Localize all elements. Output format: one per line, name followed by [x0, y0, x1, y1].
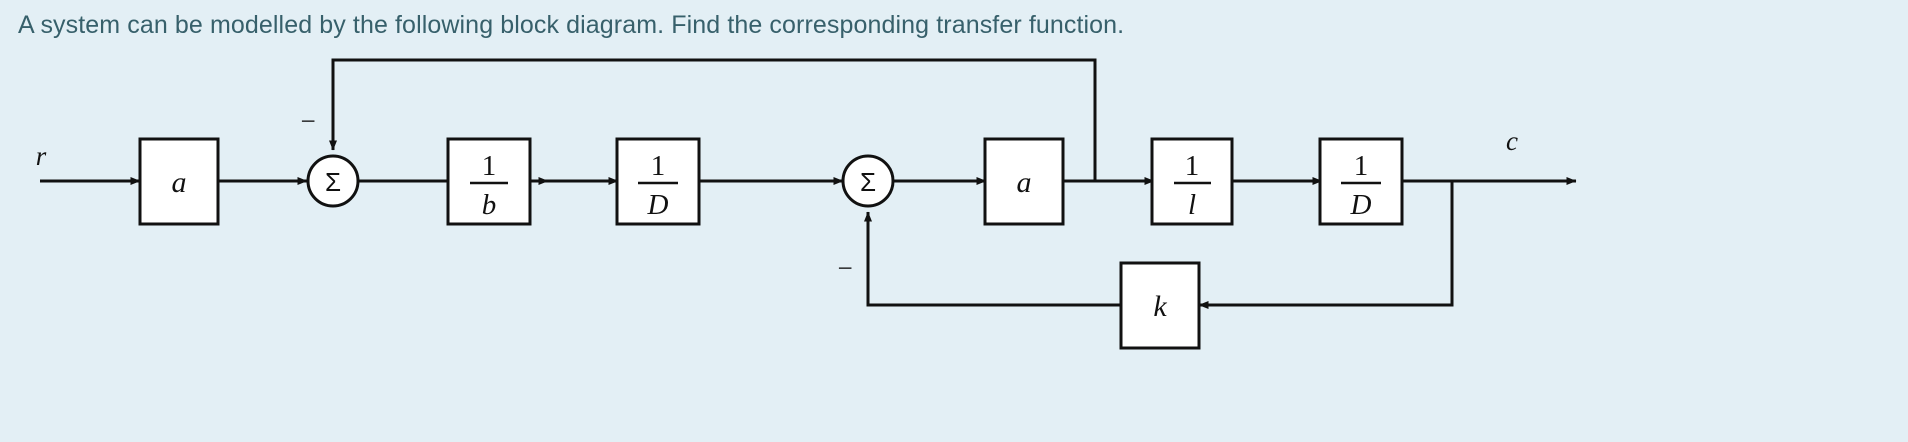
block-sum-1[interactable]: Σ: [306, 154, 360, 208]
block-gain-a-2-label: a: [1017, 166, 1032, 199]
wire-gain-k-to-sum-2: [864, 211, 1122, 307]
input-signal-label: r: [36, 141, 47, 171]
sign-sum-2: −: [836, 253, 854, 283]
block-frac-1-b-rect[interactable]: [446, 137, 532, 226]
wire-outer-feedback-path: [329, 58, 1097, 181]
block-sum-1-label: Σ: [325, 167, 341, 197]
block-frac-1-D-2-numerator: 1: [1354, 150, 1369, 182]
block-frac-1-b-numerator: 1: [482, 150, 497, 182]
sign-sum-1-label: −: [299, 106, 317, 136]
block-frac-1-l-numerator: 1: [1185, 150, 1200, 182]
page-title: A system can be modelled by the followin…: [18, 11, 1125, 39]
block-sum-2-circle[interactable]: [841, 154, 895, 208]
sign-sum-1: −: [299, 106, 317, 136]
block-sum-2[interactable]: Σ: [841, 154, 895, 208]
block-sum-2-label: Σ: [860, 167, 876, 197]
block-frac-1-l-denominator: l: [1188, 189, 1196, 221]
sign-sum-2-label: −: [836, 253, 854, 283]
block-frac-1-D-1-denominator: D: [647, 189, 669, 221]
output-signal-label: c: [1506, 126, 1518, 156]
block-gain-a-1-label: a: [172, 166, 187, 199]
block-frac-1-D-2[interactable]: 1 D: [1318, 137, 1404, 226]
block-gain-k[interactable]: k: [1119, 261, 1201, 350]
block-frac-1-l[interactable]: 1 l: [1150, 137, 1234, 226]
block-frac-1-D-1[interactable]: 1 D: [615, 137, 701, 226]
block-frac-1-D-1-numerator: 1: [651, 150, 666, 182]
block-gain-a-2[interactable]: a: [983, 137, 1065, 226]
block-frac-1-D-2-denominator: D: [1350, 189, 1372, 221]
block-frac-1-b[interactable]: 1 b: [446, 137, 532, 226]
block-frac-1-l-rect[interactable]: [1150, 137, 1234, 226]
block-frac-1-D-1-rect[interactable]: [615, 137, 701, 226]
wire-output-to-gain-k: [1198, 181, 1454, 309]
block-sum-1-circle[interactable]: [306, 154, 360, 208]
block-frac-1-b-denominator: b: [482, 189, 497, 221]
block-gain-a-1[interactable]: a: [138, 137, 220, 226]
block-gain-k-rect[interactable]: [1119, 261, 1201, 350]
block-frac-1-D-2-rect[interactable]: [1318, 137, 1404, 226]
block-gain-a-1-rect[interactable]: [138, 137, 220, 226]
block-gain-k-label: k: [1153, 290, 1167, 323]
block-gain-a-2-rect[interactable]: [983, 137, 1065, 226]
